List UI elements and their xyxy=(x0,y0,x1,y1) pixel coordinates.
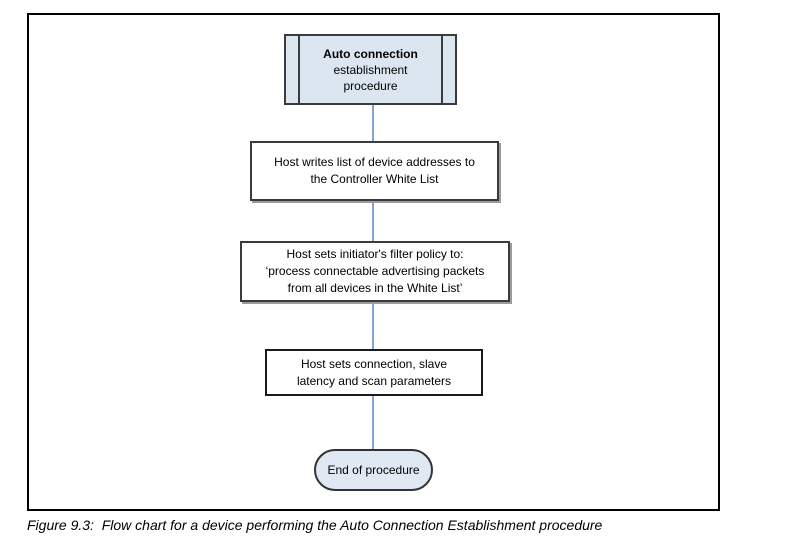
connector-step2-to-step3 xyxy=(372,302,374,351)
process-step-3: Host sets connection, slave latency and … xyxy=(265,349,483,396)
process-step-1: Host writes list of device addresses to … xyxy=(250,141,499,201)
start-node-label-line: procedure xyxy=(343,78,398,93)
connector-start-to-step1 xyxy=(372,105,374,143)
predefined-process-right-bar xyxy=(441,36,443,103)
connector-step1-to-step2 xyxy=(372,201,374,243)
connector-step3-to-end xyxy=(372,396,374,451)
start-node-label-line: Auto connection xyxy=(323,46,418,61)
process-step-1-label-line: Host writes list of device addresses to xyxy=(274,155,475,169)
end-node: End of procedure xyxy=(314,449,433,491)
figure-caption: Figure 9.3: Flow chart for a device perf… xyxy=(27,517,603,533)
predefined-process-left-bar xyxy=(298,36,300,103)
end-node-label: End of procedure xyxy=(327,462,420,477)
process-step-3-label-line: latency and scan parameters xyxy=(296,373,452,388)
process-step-2-label-line: Host sets initiator's filter policy to: xyxy=(286,247,464,261)
process-step-3-label-line: Host sets connection, slave xyxy=(300,356,448,371)
start-node-label-line: establishment xyxy=(333,62,408,77)
process-step-1-label-line: the Controller White List xyxy=(310,172,439,186)
process-step-2: Host sets initiator's filter policy to: … xyxy=(240,241,510,302)
process-step-2-label-line: ‘process connectable advertising packets xyxy=(265,264,485,278)
start-node: Auto connection establishment procedure xyxy=(284,34,457,105)
process-step-2-label-line: from all devices in the White List’ xyxy=(287,281,463,295)
